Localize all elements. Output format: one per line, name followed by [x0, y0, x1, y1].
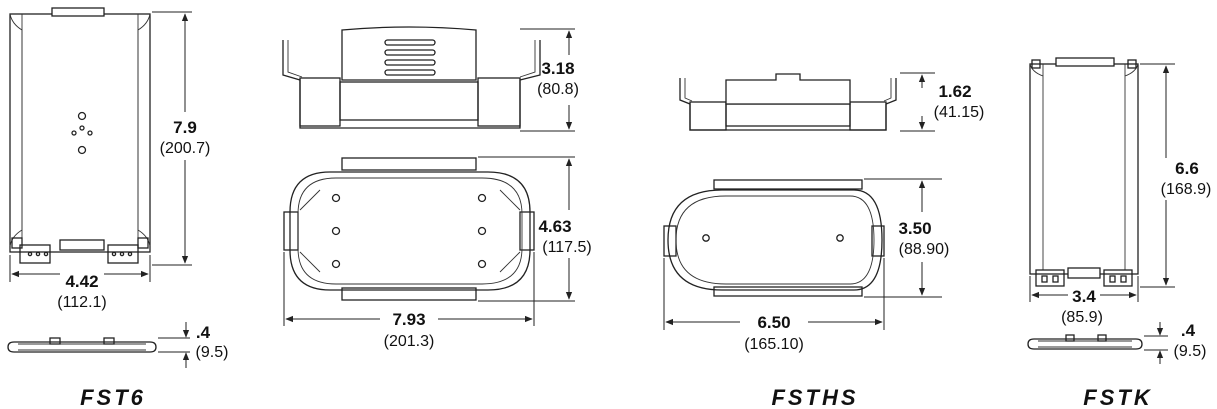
large-length-value: 7.93 — [392, 310, 425, 329]
fsths-top-view — [663, 179, 885, 297]
fst6-width-dimension: 4.42 (112.1) — [9, 255, 151, 311]
fst6-thickness-value: .4 — [196, 323, 211, 342]
fst6-height-dimension: 7.9 (200.7) — [152, 11, 211, 266]
fst6-width-value: 4.42 — [65, 272, 98, 291]
large-width-value: 4.63 — [538, 217, 571, 236]
fsths-width-metric: (88.90) — [899, 241, 950, 258]
fsths-height-dimension: 1.62 (41.15) — [900, 72, 985, 132]
fstk-width-dimension: 3.4 (85.9) — [1029, 276, 1139, 326]
fst6-top-view — [9, 7, 151, 264]
fst6-model-label: FST6 — [80, 385, 146, 409]
fsths-side-view — [679, 73, 897, 131]
fstk-height-dimension: 6.6 (168.9) — [1140, 63, 1212, 288]
fstk-height-value: 6.6 — [1175, 159, 1199, 178]
large-width-metric: (117.5) — [542, 239, 592, 256]
large-holder-length-dimension: 7.93 (201.3) — [283, 252, 535, 350]
fstk-thickness-value: .4 — [1181, 321, 1196, 340]
large-holder-width-dimension: 4.63 (117.5) — [478, 156, 592, 302]
large-length-metric: (201.3) — [384, 333, 435, 350]
large-holder-side-view — [282, 26, 541, 129]
fsths-height-value: 1.62 — [938, 82, 971, 101]
large-height-metric: (80.8) — [537, 81, 579, 98]
fsths-length-dimension: 6.50 (165.10) — [663, 258, 885, 353]
fst6-thickness-metric: (9.5) — [196, 344, 229, 361]
fsths-length-metric: (165.10) — [744, 336, 804, 353]
large-holder-top-view — [283, 157, 535, 301]
fst6-width-metric: (112.1) — [57, 294, 107, 311]
fsths-length-value: 6.50 — [757, 313, 790, 332]
fstk-thickness-metric: (9.5) — [1174, 343, 1207, 360]
fstk-width-value: 3.4 — [1072, 287, 1096, 306]
large-holder-height-dimension: 3.18 (80.8) — [520, 28, 579, 132]
fsths-width-dimension: 3.50 (88.90) — [864, 178, 950, 298]
fstk-top-view — [1029, 57, 1139, 287]
fstk-height-metric: (168.9) — [1161, 181, 1212, 198]
fstk-side-view: .4 (9.5) — [1027, 321, 1207, 364]
fst6-height-metric: (200.7) — [160, 140, 211, 157]
fstk-width-metric: (85.9) — [1061, 309, 1103, 326]
fsths-width-value: 3.50 — [898, 219, 931, 238]
large-height-value: 3.18 — [541, 59, 574, 78]
fstk-model-label: FSTK — [1083, 385, 1152, 409]
fst6-side-view: .4 (9.5) — [7, 322, 229, 368]
fsths-model-label: FSTHS — [771, 385, 858, 409]
fsths-height-metric: (41.15) — [934, 104, 985, 121]
fst6-height-value: 7.9 — [173, 118, 197, 137]
